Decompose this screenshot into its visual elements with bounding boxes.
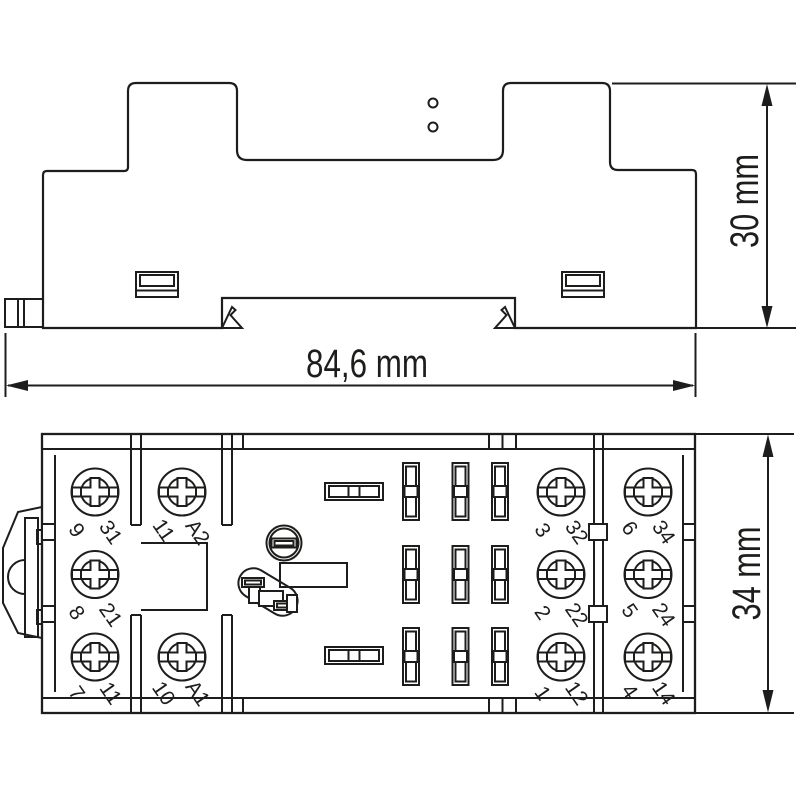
terminal-contact-label: 11	[95, 678, 126, 709]
dimension-arrow-icon	[673, 380, 695, 391]
terminal-contact-label: A1	[181, 676, 215, 710]
screw-terminal	[623, 550, 673, 599]
clamp-window-left	[135, 271, 179, 298]
screw-terminal	[157, 632, 207, 682]
dimension-annotations: 30 mm 84,6 mm 34 mm	[4, 82, 796, 714]
din-latch-tooth-left	[220, 305, 245, 329]
terminal-contact-label: 34	[647, 516, 679, 549]
terminal-pin-label: 7	[64, 682, 90, 705]
vent-hole-top	[427, 97, 439, 109]
dimension-base-height	[696, 433, 794, 714]
clamp-window-right	[561, 271, 605, 298]
terminal-contact-label: 21	[94, 599, 126, 631]
terminal-contact-label: 31	[94, 516, 126, 548]
dimension-overall-width	[4, 333, 697, 397]
terminal-pin-label: 9	[64, 519, 90, 542]
divider-col1-col2	[130, 434, 142, 713]
screw-terminal	[70, 632, 120, 682]
terminal-pin-label: 3	[530, 519, 556, 542]
din-latch-tooth-right	[492, 305, 517, 329]
divider-col3-col4	[593, 434, 604, 713]
dimension-arrow-icon	[761, 84, 773, 106]
bottom-view	[2, 432, 697, 715]
marking-plate	[279, 562, 348, 588]
screw-terminal	[536, 632, 586, 682]
screw-terminal	[536, 467, 586, 517]
dimension-label-34mm: 34 mm	[725, 527, 769, 621]
terminal-contact-label: 32	[560, 516, 592, 548]
vent-hole-bottom	[427, 121, 439, 133]
base-outline	[40, 432, 697, 715]
terminal-pin-label: 1	[530, 682, 556, 705]
terminal-contact-label: 24	[647, 599, 679, 632]
terminal-pin-label: 11	[148, 515, 179, 546]
dimension-arrow-icon	[762, 434, 774, 457]
housing-outline	[41, 81, 698, 330]
screw-terminal	[157, 467, 207, 517]
terminal-contact-label: A2	[181, 515, 215, 549]
terminal-pin-label: 10	[147, 677, 179, 709]
terminal-contact-label: 14	[647, 677, 679, 710]
terminal-pin-label: 4	[617, 680, 643, 703]
terminal-pin-label: 8	[64, 602, 90, 625]
fuse-holder	[265, 524, 303, 562]
terminal-pin-label: 6	[617, 517, 643, 540]
screw-terminal	[623, 632, 673, 682]
screw-terminal	[70, 550, 120, 599]
dimension-arrow-icon	[761, 306, 773, 328]
screw-terminal	[623, 467, 673, 517]
relay-pin-slots	[324, 462, 509, 686]
dimension-arrow-icon	[762, 690, 774, 713]
screw-terminal	[70, 467, 120, 517]
terminal-contact-label: 12	[560, 677, 592, 709]
dimension-label-84-6mm: 84,6 mm	[306, 342, 428, 386]
divider-col2-centre	[221, 434, 233, 713]
side-profile-view	[4, 81, 698, 330]
din-clip-bottom	[2, 506, 43, 639]
wall-joints	[41, 523, 696, 623]
terminal-labels: 9 31 8 21 7 11 11 A2 10 A1 3 32 2 22 1 1…	[64, 515, 680, 711]
rim-joint-ticks	[242, 434, 517, 713]
dimension-label-30mm: 30 mm	[723, 154, 767, 248]
dimension-side-height	[612, 82, 796, 329]
terminal-contact-label: 22	[560, 599, 592, 631]
terminal-pin-label: 5	[617, 600, 643, 623]
terminal-pin-label: 2	[530, 602, 556, 625]
middle-recess-notch	[141, 542, 208, 611]
din-clip-side	[4, 298, 44, 328]
release-lever	[237, 567, 299, 617]
screw-terminal	[536, 550, 586, 599]
dimension-arrow-icon	[6, 380, 28, 391]
